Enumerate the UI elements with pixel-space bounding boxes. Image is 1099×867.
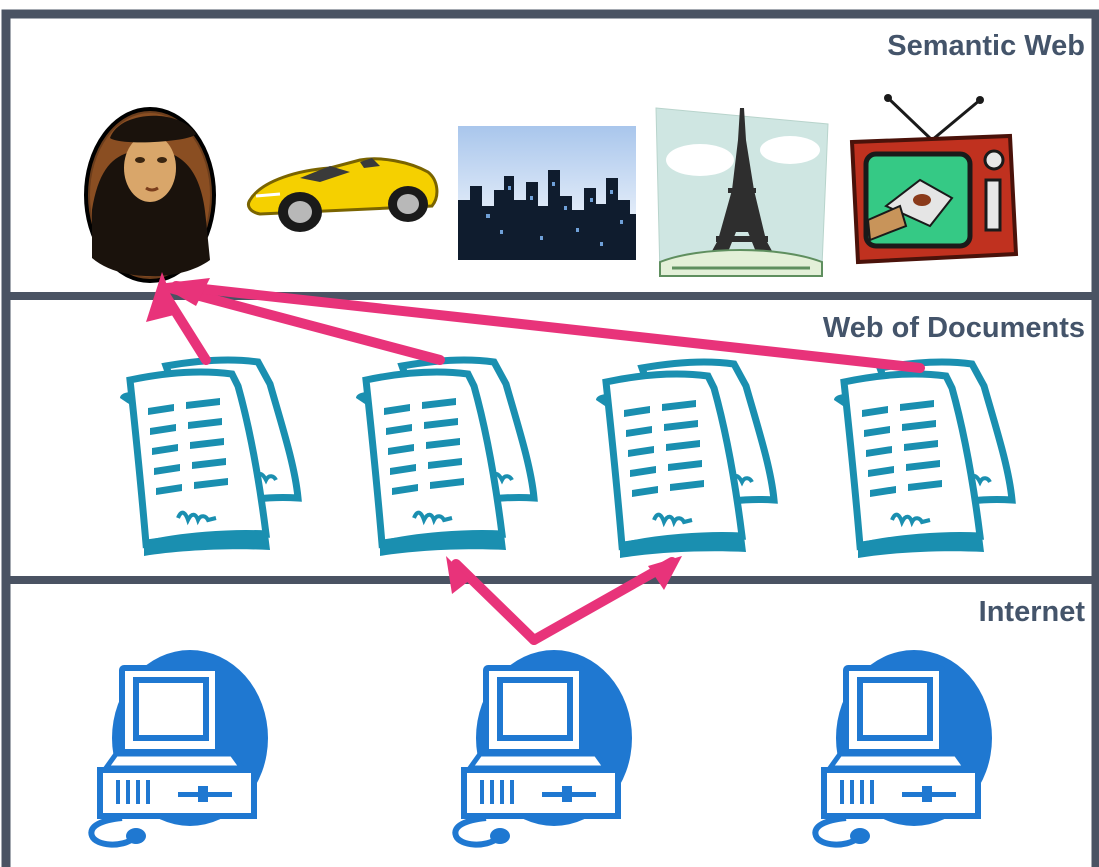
link-arrow (171, 281, 925, 373)
layer-title-semantic-web: Semantic Web (887, 30, 1085, 62)
television-icon (849, 94, 1019, 265)
layer-title-web-of-documents: Web of Documents (822, 312, 1085, 344)
computer-icon (455, 650, 632, 845)
link-arrows (157, 281, 925, 645)
document-icon (834, 362, 1012, 558)
layer-title-internet: Internet (978, 596, 1085, 628)
sports-car-icon (246, 157, 439, 232)
link-arrow (451, 559, 539, 645)
arrowheads (146, 272, 682, 594)
arrowhead-icon (146, 272, 178, 322)
computer-icon (815, 650, 992, 845)
document-icon (596, 362, 774, 558)
document-icon (120, 360, 298, 556)
eiffel-tower-icon (655, 107, 829, 277)
arrowhead-icon (158, 278, 210, 306)
link-arrow (165, 283, 445, 365)
portrait-icon (84, 107, 216, 283)
arrowhead-icon (648, 556, 682, 590)
outer-border (1, 9, 1099, 867)
document-icon (356, 360, 534, 556)
link-arrow (529, 557, 677, 645)
computer-icon (91, 650, 268, 845)
city-skyline-icon (458, 126, 636, 260)
arrowhead-icon (446, 556, 470, 594)
